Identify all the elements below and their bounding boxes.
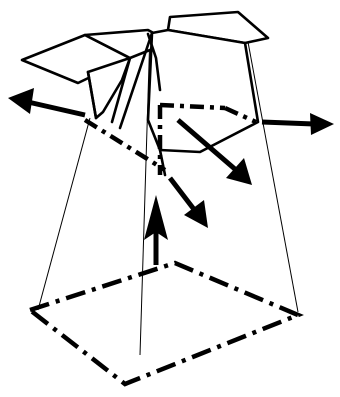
arrow-up-icon [144, 195, 168, 265]
folded-polygon [22, 12, 268, 175]
base-square [30, 263, 298, 384]
projection-line-center [140, 32, 150, 355]
arrow-left-icon [8, 88, 85, 115]
arrow-down-icon [170, 178, 208, 228]
panel-right [148, 30, 258, 152]
projection-line-right [248, 42, 298, 312]
projection-line-left [38, 118, 90, 310]
arrow-right-icon [262, 113, 334, 135]
